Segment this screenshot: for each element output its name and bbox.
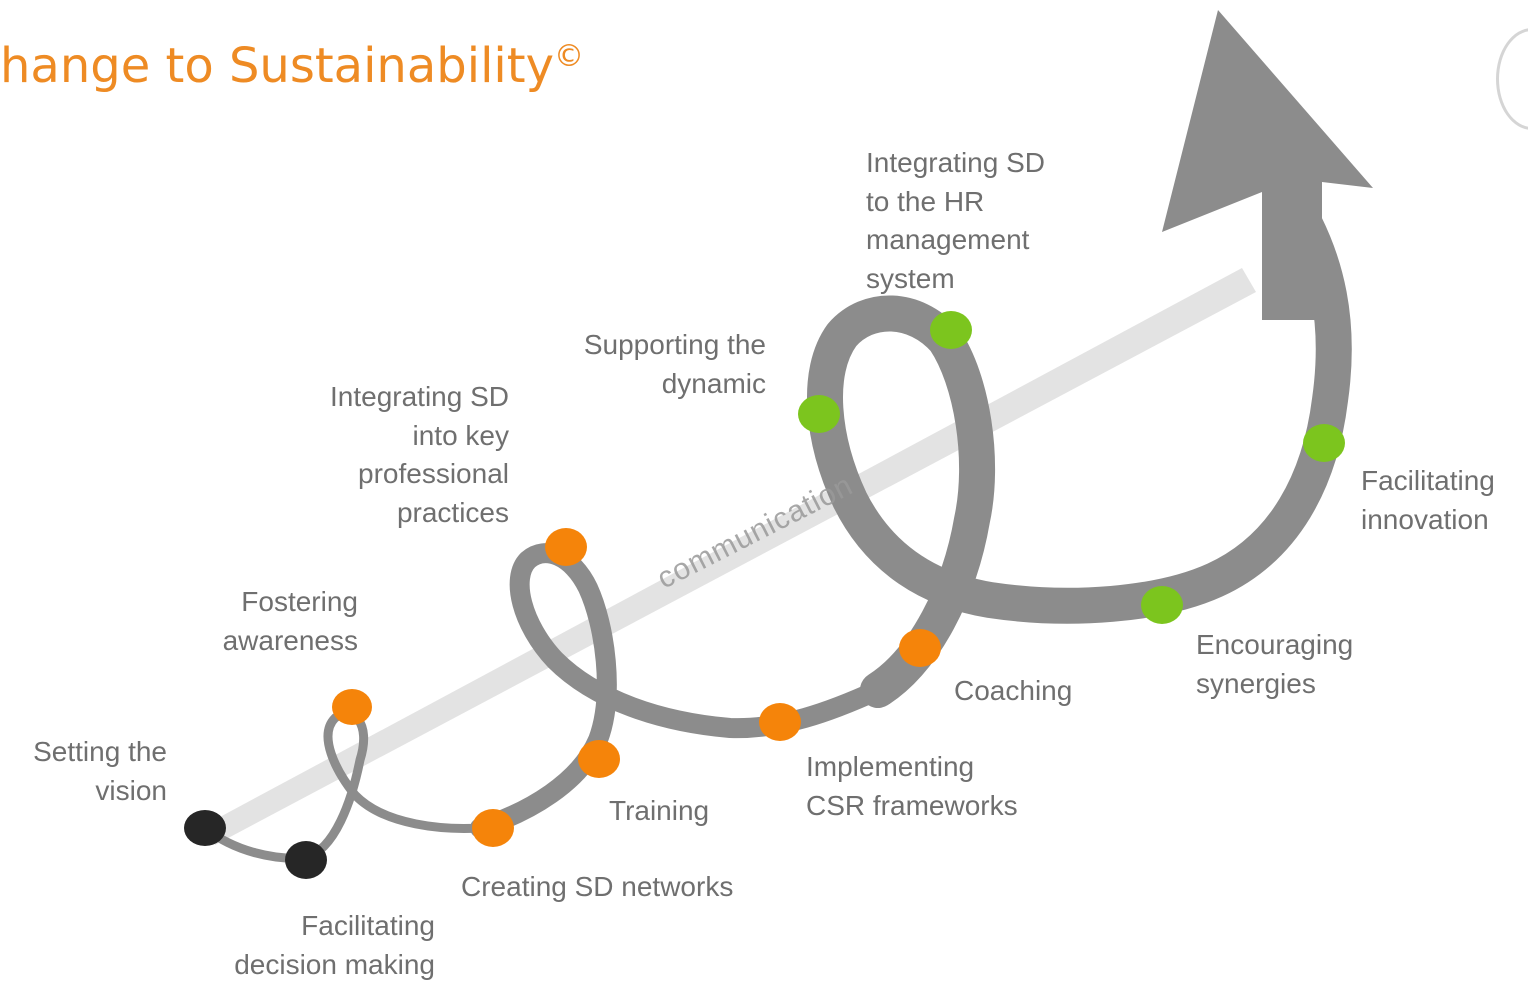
label-line: Setting the xyxy=(14,733,167,772)
label-line: Supporting the xyxy=(540,326,766,365)
label-creating-networks: Creating SD networks xyxy=(461,868,733,907)
dot-supporting-dynamic xyxy=(798,395,840,433)
dot-setting-vision xyxy=(184,810,226,846)
dot-implementing-csr xyxy=(759,703,801,741)
label-line: system xyxy=(866,260,1045,299)
label-line: Facilitating xyxy=(180,907,435,946)
label-integrating-practices: Integrating SD into key professional pra… xyxy=(280,378,509,532)
dot-creating-networks xyxy=(472,809,514,847)
label-line: to the HR xyxy=(866,183,1045,222)
dot-facilitating-decision xyxy=(285,841,327,879)
label-line: Coaching xyxy=(954,672,1072,711)
label-line: practices xyxy=(280,494,509,533)
dot-training xyxy=(578,740,620,778)
label-line: Fostering xyxy=(180,583,358,622)
label-line: Integrating SD xyxy=(280,378,509,417)
label-facilitating-decision: Facilitating decision making xyxy=(180,907,435,984)
label-line: awareness xyxy=(180,622,358,661)
dot-facilitating-innovation xyxy=(1303,424,1345,462)
label-facilitating-innovation: Facilitating innovation xyxy=(1361,462,1495,539)
label-line: decision making xyxy=(180,946,435,984)
title-text: hange to Sustainability xyxy=(0,38,554,94)
label-line: Creating SD networks xyxy=(461,868,733,907)
label-line: Encouraging xyxy=(1196,626,1353,665)
label-fostering-awareness: Fostering awareness xyxy=(180,583,358,660)
dot-fostering-awareness xyxy=(332,689,372,725)
label-integrating-hr: Integrating SD to the HR management syst… xyxy=(866,144,1045,298)
label-encouraging-synergies: Encouraging synergies xyxy=(1196,626,1353,703)
label-coaching: Coaching xyxy=(954,672,1072,711)
label-implementing-csr: Implementing CSR frameworks xyxy=(806,748,1018,825)
dot-coaching xyxy=(899,629,941,667)
label-line: management xyxy=(866,221,1045,260)
page-title: hange to Sustainability© xyxy=(0,38,584,94)
label-line: Facilitating xyxy=(1361,462,1495,501)
dot-integrating-practices xyxy=(545,528,587,566)
label-line: Implementing xyxy=(806,748,1018,787)
ribbon-segment-1 xyxy=(205,714,480,859)
dot-integrating-hr xyxy=(930,311,972,349)
dot-encouraging-synergies xyxy=(1141,586,1183,624)
copyright-mark: © xyxy=(554,39,584,74)
label-line: professional xyxy=(280,455,509,494)
label-line: Integrating SD xyxy=(866,144,1045,183)
label-line: synergies xyxy=(1196,665,1353,704)
label-line: innovation xyxy=(1361,501,1495,540)
label-line: vision xyxy=(14,772,167,811)
label-training: Training xyxy=(609,792,709,831)
label-supporting-dynamic: Supporting the dynamic xyxy=(540,326,766,403)
label-line: CSR frameworks xyxy=(806,787,1018,826)
label-line: Training xyxy=(609,792,709,831)
label-line: dynamic xyxy=(540,365,766,404)
label-line: into key xyxy=(280,417,509,456)
label-setting-vision: Setting the vision xyxy=(14,733,167,810)
